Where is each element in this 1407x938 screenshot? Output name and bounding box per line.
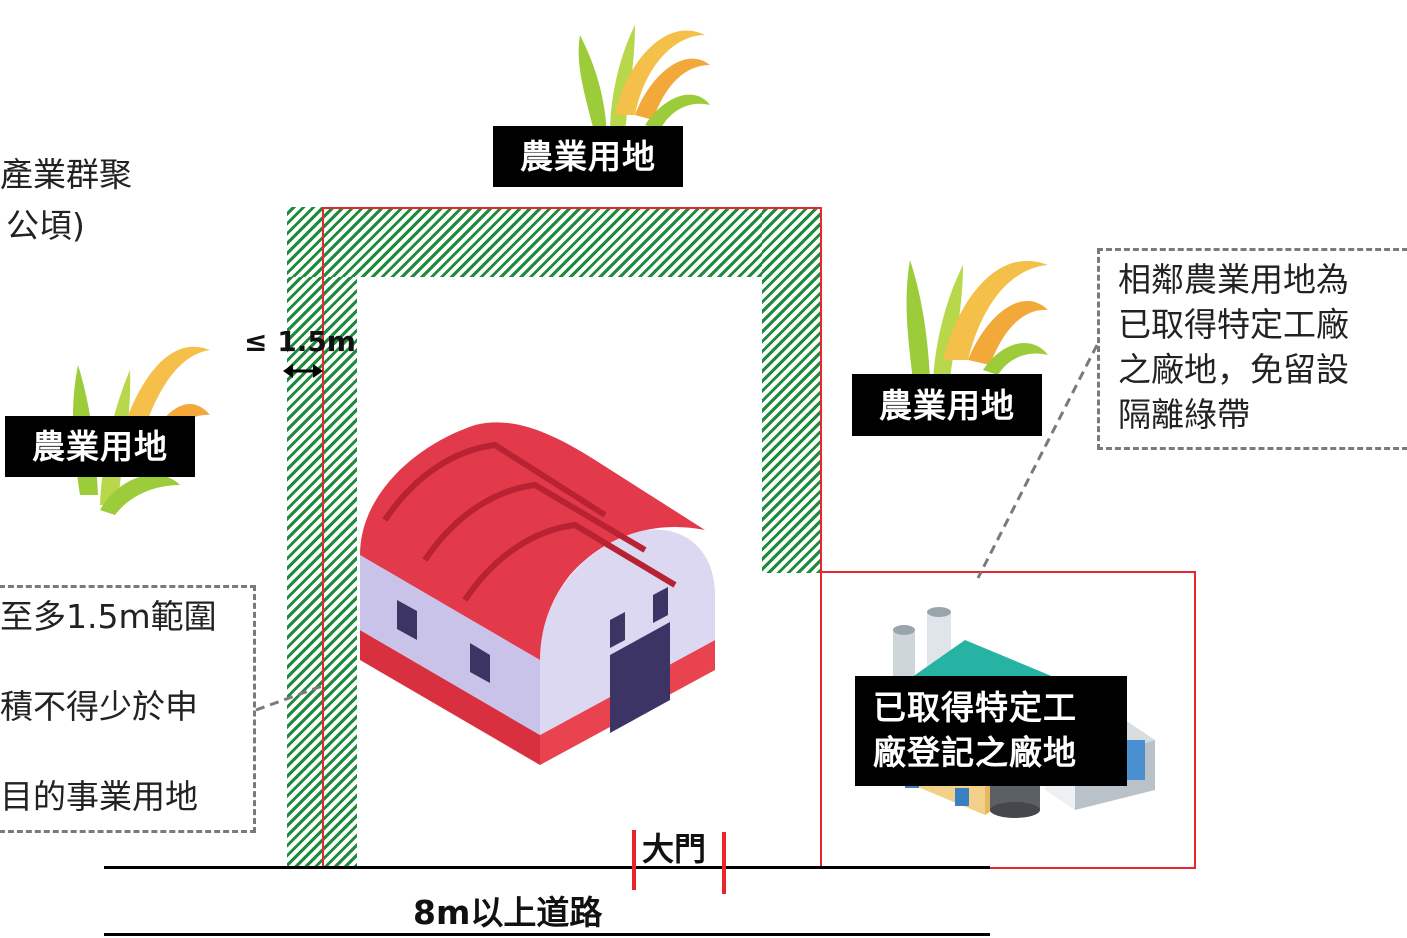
gate-marker-right — [722, 832, 726, 894]
cluster-text-line1: 產業群聚 — [0, 155, 132, 194]
farmland-label-right: 農業用地 — [852, 374, 1042, 436]
cluster-text-line2: 公頃) — [6, 206, 85, 245]
farmland-label-top: 農業用地 — [493, 126, 683, 187]
farmland-label-left: 農業用地 — [5, 416, 195, 477]
note-left-line1: 至多1.5m範圍 — [0, 597, 217, 636]
factory-site-boundary — [820, 571, 1196, 869]
factory-site-label: 已取得特定工 廠登記之廠地 — [855, 676, 1127, 786]
road-label: 8m以上道路 — [413, 893, 603, 932]
rice-plant-icon — [906, 260, 1048, 380]
width-mark-label: ≤ 1.5m — [244, 325, 356, 358]
gate-marker-left — [632, 830, 636, 890]
double-arrow-icon — [283, 364, 323, 378]
note-right-line2: 已取得特定工廠 — [1118, 305, 1349, 344]
warehouse-icon — [360, 422, 715, 765]
factory-label-line1: 已取得特定工 — [873, 688, 1077, 728]
factory-label-line2: 廠登記之廠地 — [873, 733, 1077, 772]
note-left-line2: 積不得少於申 — [0, 687, 198, 726]
note-right-line1: 相鄰農業用地為 — [1118, 260, 1349, 299]
gate-label: 大門 — [642, 830, 707, 868]
note-box-right — [1097, 248, 1407, 450]
note-left-line3: 目的事業用地 — [0, 777, 198, 816]
road-edge-bottom — [104, 933, 990, 936]
note-right-line4: 隔離綠帶 — [1118, 395, 1250, 434]
note-box-left — [0, 585, 256, 833]
rice-plant-icon — [578, 25, 710, 135]
note-right-line3: 之廠地，免留設 — [1118, 350, 1349, 389]
road-edge-top — [104, 866, 990, 869]
